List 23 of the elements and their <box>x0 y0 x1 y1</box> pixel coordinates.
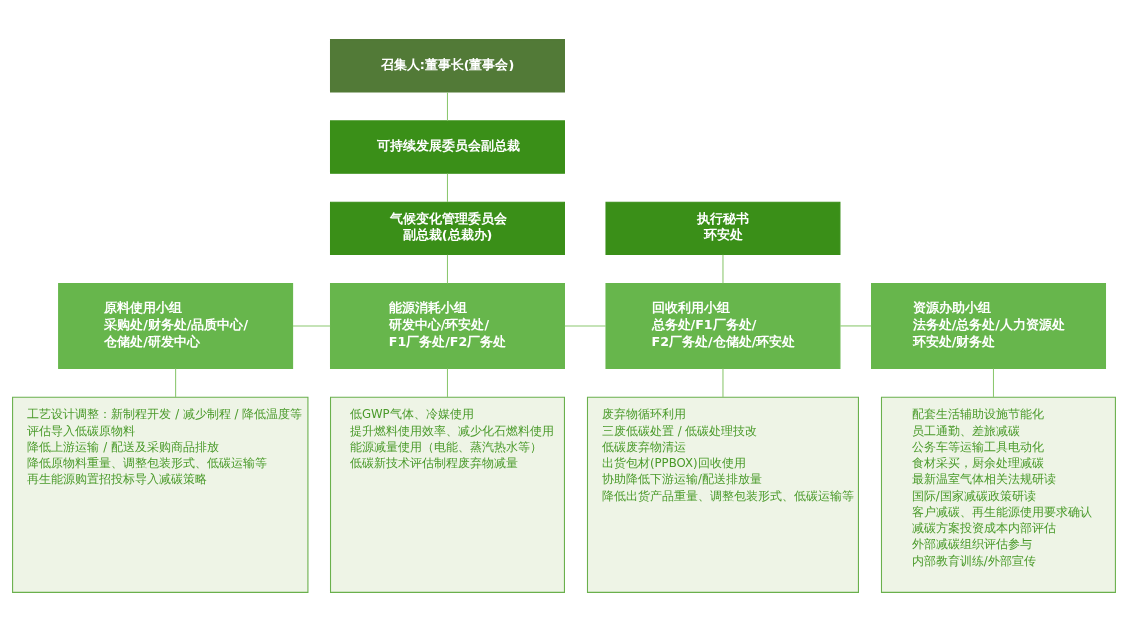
node-box: 执行秘书 环安处 <box>605 201 841 256</box>
node-box: 资源办助小组 法务处/总务处/人力资源处 环安处/财务处 <box>871 282 1106 369</box>
node-box: 可持续发展委员会副总裁 <box>329 120 565 174</box>
connector <box>722 368 724 398</box>
node-box: 工艺设计调整：新制程开发 / 减少制程 / 降低温度等 评估导入低碳原物料 降低上游运输 / 配送及采购商品排放 降低原物料重量、调整包装形式、低碳运输等 再生能源购置招投标导入减碳策略 <box>12 396 309 593</box>
connector <box>446 173 449 203</box>
node-box: 能源消耗小组 研发中心/环安处/ F1厂务处/F2厂务处 <box>329 282 565 369</box>
connector <box>722 254 724 284</box>
connector <box>839 325 872 327</box>
node-box: 召集人:董事长(董事会) <box>329 39 565 93</box>
connector <box>446 368 449 398</box>
node-box: 废弃物循环利用 三废低碳处置 / 低碳处理技改 低碳废弃物清运 出货包材(PPBOX)回收使用 协助降低下游运输/配送排放量 降低出货产品重量、调整包装形式、低碳运输等 <box>586 396 859 593</box>
connector <box>446 254 449 284</box>
node-box: 低GWP气体、冷媒使用 提升燃料使用效率、减少化石燃料使用 能源减量使用（电能、蒸汽热水等） 低碳新技术评估制程废弃物减量 <box>329 396 565 593</box>
node-box: 回收利用小组 总务处/F1厂务处/ F2厂务处/仓储处/环安处 <box>605 282 841 369</box>
connector <box>292 325 331 327</box>
node-box: 原料使用小组 采购处/财务处/品质中心/ 仓储处/研发中心 <box>58 282 294 369</box>
node-box: 气候变化管理委员会 副总裁(总裁办) <box>329 201 565 256</box>
node-box: 配套生活辅助设施节能化 员工通勤、差旅减碳 公务车等运输工具电动化 食材采买，厨余处理减碳 最新温室气体相关法规研读 国际/国家减碳政策研读 客户减碳、再生能源使用要求确认 减碳方案投资成本内部评估 外部减碳组织评估参与 内部教育训练/外部宣传 <box>880 396 1116 593</box>
connector <box>992 368 994 398</box>
connector <box>564 325 607 327</box>
connector <box>175 368 177 398</box>
connector <box>446 91 449 122</box>
